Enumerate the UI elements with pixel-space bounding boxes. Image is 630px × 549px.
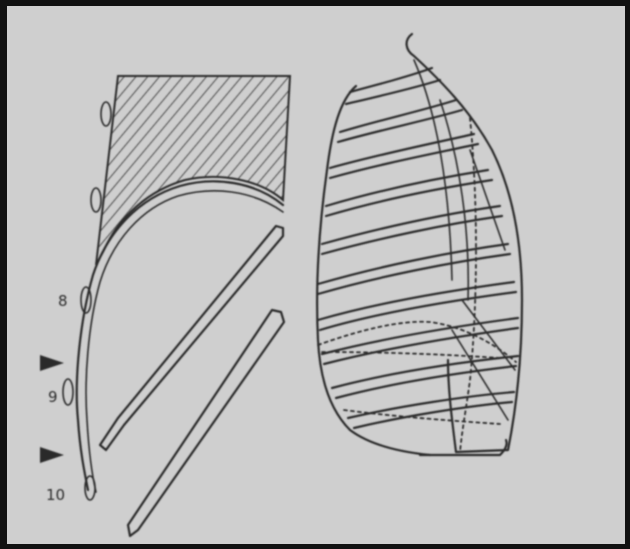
- rib-label-9: 9: [48, 388, 58, 406]
- rib-label-8: 8: [58, 292, 68, 310]
- rib-label-10: 10: [46, 486, 65, 504]
- paper-background: [7, 6, 625, 544]
